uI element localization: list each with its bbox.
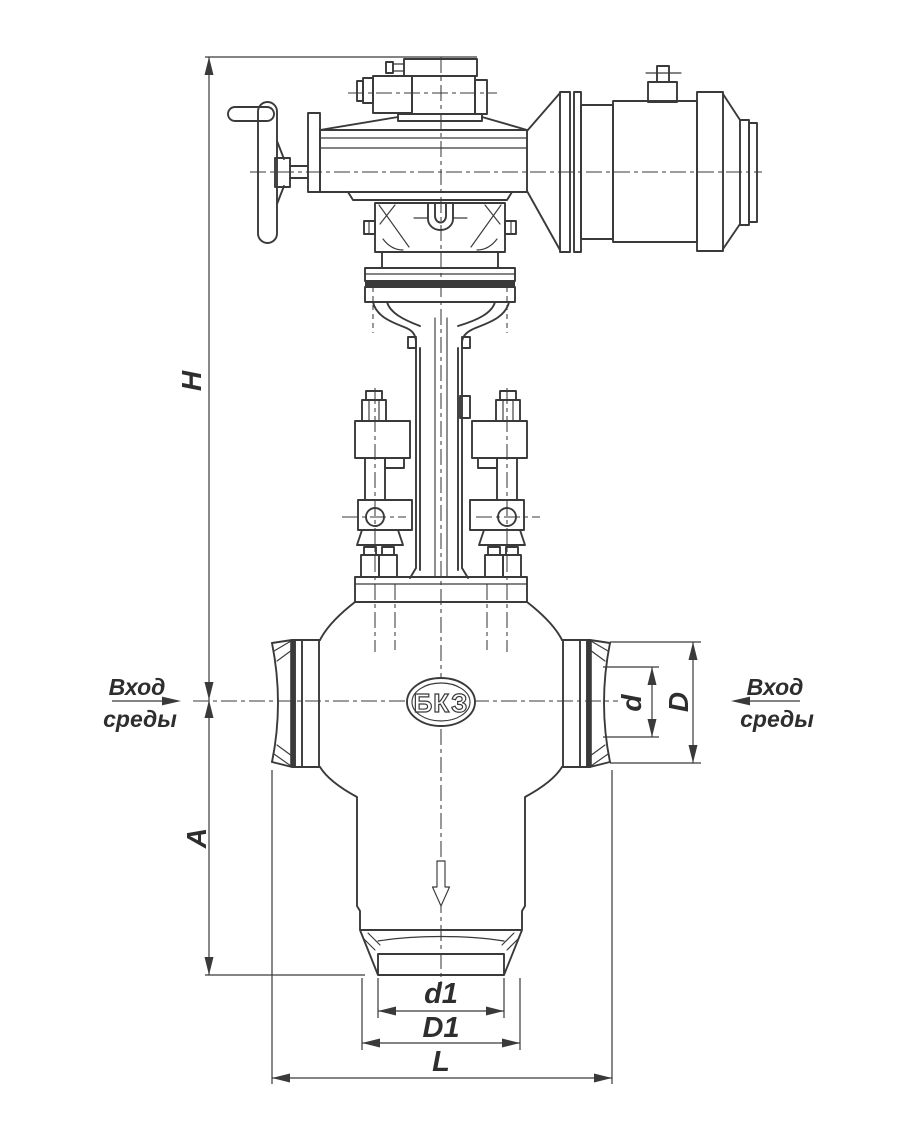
dimension-H-label: H bbox=[176, 370, 207, 391]
centerlines bbox=[193, 57, 762, 988]
dimension-d1: d1 bbox=[377, 978, 505, 1018]
weld-end-left bbox=[271, 639, 321, 768]
inlet-right-line1: Вход bbox=[747, 674, 804, 700]
handwheel-crank bbox=[227, 106, 275, 122]
inlet-right-line2: среды bbox=[740, 706, 814, 732]
dimension-D-label: D bbox=[663, 692, 694, 712]
control-box-top bbox=[403, 58, 478, 77]
yoke-bolts-left bbox=[354, 390, 413, 578]
dimension-H: H bbox=[176, 56, 477, 700]
dimension-L: L bbox=[271, 770, 613, 1084]
dimension-d: d bbox=[603, 666, 659, 738]
dimension-D: D bbox=[610, 641, 701, 764]
yoke-bolts-right bbox=[469, 390, 528, 578]
manufacturer-logo: БКЗ bbox=[406, 677, 476, 727]
dimension-A: A bbox=[181, 700, 365, 976]
dimension-A-label: A bbox=[181, 828, 212, 849]
electric-motor bbox=[526, 65, 758, 253]
inlet-left-line2: среды bbox=[103, 706, 177, 732]
valve-body bbox=[319, 601, 563, 930]
dimension-L-label: L bbox=[432, 1046, 450, 1078]
yoke-assembly bbox=[363, 202, 517, 579]
weld-end-right bbox=[561, 639, 611, 768]
handwheel bbox=[227, 101, 309, 244]
bonnet bbox=[354, 576, 528, 603]
dimension-d1-label: d1 bbox=[424, 978, 458, 1010]
dimension-D1: D1 bbox=[361, 978, 521, 1050]
inlet-label-right: Вход среды bbox=[731, 674, 814, 732]
bottom-port bbox=[359, 929, 523, 976]
gearbox-housing bbox=[307, 58, 528, 201]
flow-direction-arrow-icon bbox=[431, 860, 451, 907]
dimension-D1-label: D1 bbox=[422, 1012, 459, 1044]
pilot-motor bbox=[356, 75, 413, 114]
inlet-left-line1: Вход bbox=[109, 674, 166, 700]
logo-text: БКЗ bbox=[414, 688, 469, 718]
inlet-label-left: Вход среды bbox=[103, 674, 181, 732]
dimension-d-label: d bbox=[616, 694, 647, 712]
